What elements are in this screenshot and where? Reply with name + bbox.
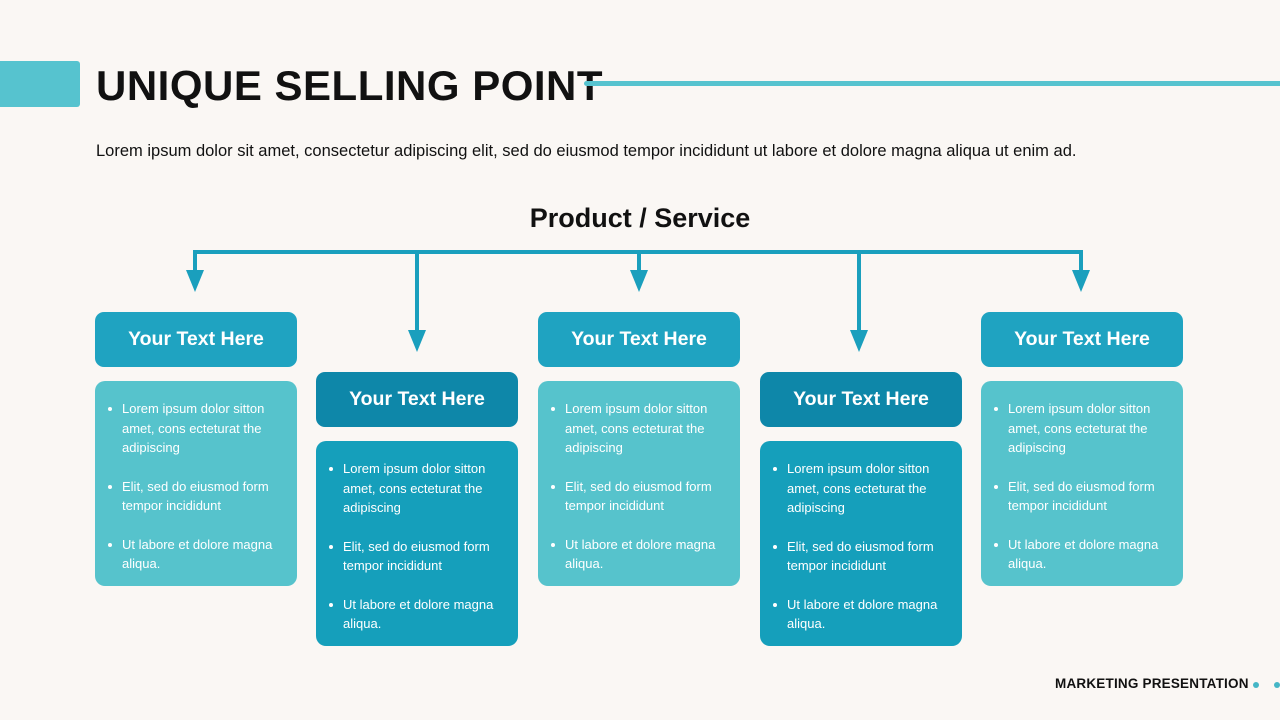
item-4-bullet-list: Lorem ipsum dolor sitton amet, cons ecte… (771, 459, 952, 634)
list-item: Ut labore et dolore magna aliqua. (327, 595, 508, 634)
arrowhead-2 (408, 330, 426, 352)
item-1-heading: Your Text Here (95, 312, 297, 367)
slide-title: UNIQUE SELLING POINT (96, 62, 604, 109)
item-2-bullet-list: Lorem ipsum dolor sitton amet, cons ecte… (327, 459, 508, 634)
item-5-bullet-list: Lorem ipsum dolor sitton amet, cons ecte… (992, 399, 1173, 574)
list-item: Elit, sed do eiusmod form tempor incidid… (771, 537, 952, 576)
item-4-body: Lorem ipsum dolor sitton amet, cons ecte… (760, 441, 962, 646)
list-item: Ut labore et dolore magna aliqua. (106, 535, 287, 574)
footer-label: MARKETING PRESENTATION (1055, 676, 1249, 691)
item-2-body: Lorem ipsum dolor sitton amet, cons ecte… (316, 441, 518, 646)
diagram-root-label: Product / Service (529, 203, 751, 233)
item-3-heading: Your Text Here (538, 312, 740, 367)
item-3-body: Lorem ipsum dolor sitton amet, cons ecte… (538, 381, 740, 586)
item-1-body: Lorem ipsum dolor sitton amet, cons ecte… (95, 381, 297, 586)
list-item: Elit, sed do eiusmod form tempor incidid… (327, 537, 508, 576)
list-item: Lorem ipsum dolor sitton amet, cons ecte… (771, 459, 952, 518)
list-item: Ut labore et dolore magna aliqua. (549, 535, 730, 574)
list-item: Ut labore et dolore magna aliqua. (771, 595, 952, 634)
title-rule (584, 81, 1280, 86)
list-item: Elit, sed do eiusmod form tempor incidid… (549, 477, 730, 516)
list-item: Lorem ipsum dolor sitton amet, cons ecte… (106, 399, 287, 458)
item-5-body: Lorem ipsum dolor sitton amet, cons ecte… (981, 381, 1183, 586)
footer-dot (1253, 682, 1259, 688)
item-3-bullet-list: Lorem ipsum dolor sitton amet, cons ecte… (549, 399, 730, 574)
list-item: Elit, sed do eiusmod form tempor incidid… (106, 477, 287, 516)
arrowhead-3 (630, 270, 648, 292)
list-item: Lorem ipsum dolor sitton amet, cons ecte… (992, 399, 1173, 458)
item-5-heading: Your Text Here (981, 312, 1183, 367)
item-1-bullet-list: Lorem ipsum dolor sitton amet, cons ecte… (106, 399, 287, 574)
arrowhead-5 (1072, 270, 1090, 292)
list-item: Ut labore et dolore magna aliqua. (992, 535, 1173, 574)
list-item: Lorem ipsum dolor sitton amet, cons ecte… (549, 399, 730, 458)
arrowhead-4 (850, 330, 868, 352)
list-item: Elit, sed do eiusmod form tempor incidid… (992, 477, 1173, 516)
title-accent-block (0, 61, 80, 107)
item-4-heading: Your Text Here (760, 372, 962, 427)
intro-text: Lorem ipsum dolor sit amet, consectetur … (96, 142, 1077, 160)
item-2-heading: Your Text Here (316, 372, 518, 427)
list-item: Lorem ipsum dolor sitton amet, cons ecte… (327, 459, 508, 518)
arrowhead-1 (186, 270, 204, 292)
footer-dot (1274, 682, 1280, 688)
